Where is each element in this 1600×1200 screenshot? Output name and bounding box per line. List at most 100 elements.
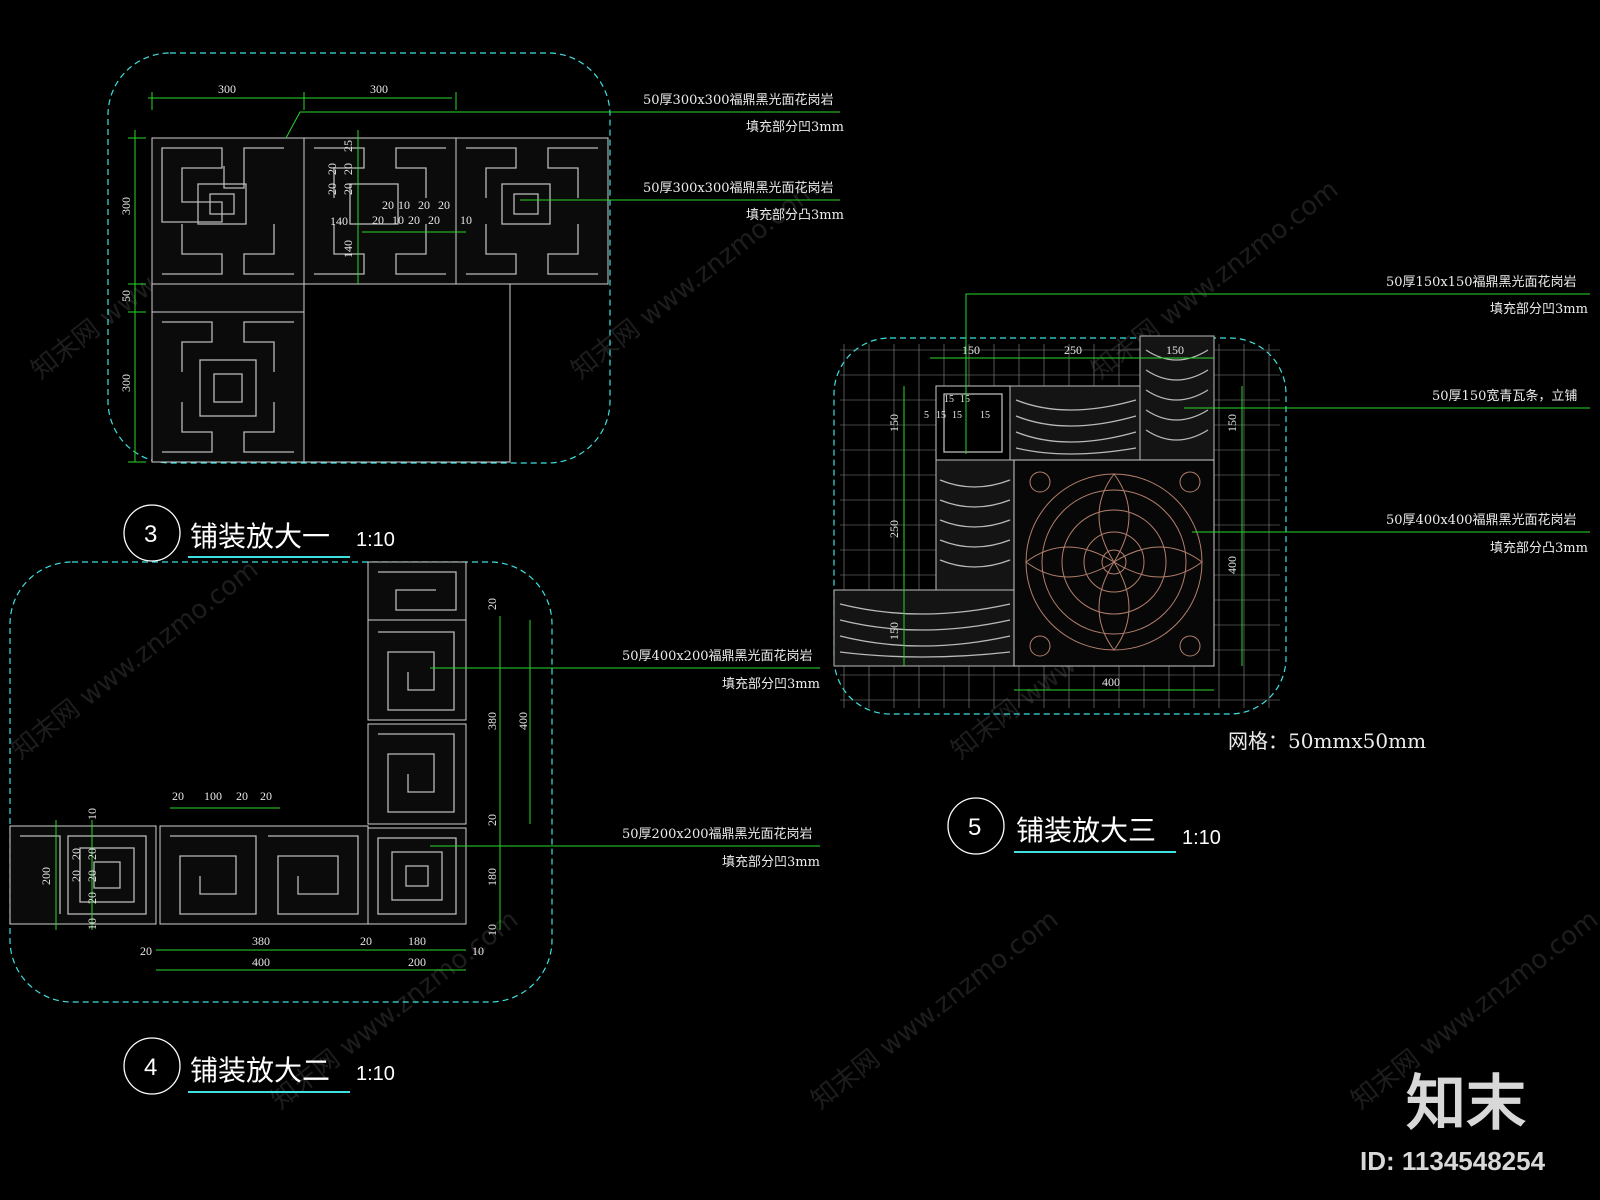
detail-3-title: 3 铺装放大一 1:10 [123, 504, 395, 562]
dim-label: 20 [438, 198, 450, 212]
dim-label: 300 [218, 82, 236, 96]
dim-label: 10 [85, 808, 99, 820]
material-note: 50厚300x300福鼎黑光面花岗岩 [643, 180, 834, 196]
dim-label: 10 [460, 213, 472, 227]
detail-title: 铺装放大三 [1016, 814, 1156, 847]
dim-label: 200 [408, 955, 426, 969]
detail-5-leaders: 50厚150x150福鼎黑光面花岗岩 填充部分凹3mm 50厚150宽青瓦条，立… [965, 274, 1590, 556]
dim-label: 10 [485, 924, 499, 936]
dim-label: 150 [1225, 414, 1239, 432]
detail-scale: 1:10 [356, 529, 395, 551]
dim-label: 180 [408, 934, 426, 948]
dim-label: 400 [1225, 556, 1239, 574]
detail-title: 铺装放大一 [190, 520, 330, 553]
dim-label: 300 [370, 82, 388, 96]
dim-label: 20 [485, 814, 499, 826]
material-note: 50厚200x200福鼎黑光面花岗岩 [622, 826, 813, 842]
detail-4-leaders: 50厚400x200福鼎黑光面花岗岩 填充部分凹3mm 50厚200x200福鼎… [430, 648, 820, 870]
dim-label: 250 [1064, 343, 1082, 357]
watermark-text: 知末网 www.znzmo.com [1086, 175, 1344, 386]
dim-label: 300 [119, 197, 133, 215]
dim-label: 180 [485, 868, 499, 886]
detail-number: 5 [968, 814, 981, 841]
dim-label: 140 [330, 214, 348, 228]
granite-tile [151, 283, 305, 313]
detail-title: 铺装放大二 [190, 1054, 330, 1087]
watermark-text: 知末网 www.znzmo.com [6, 555, 264, 766]
dim-label: 20 [428, 213, 440, 227]
dim-label: 10 [472, 944, 484, 958]
material-note: 填充部分凸3mm [1490, 540, 1588, 556]
granite-tile [151, 137, 305, 285]
detail-number: 3 [144, 521, 157, 548]
material-note: 填充部分凹3mm [722, 854, 820, 870]
material-note: 填充部分凹3mm [722, 676, 820, 692]
dim-label: 20 [85, 892, 99, 904]
dim-label: 15 [944, 394, 954, 405]
dim-label: 20 [236, 789, 248, 803]
dim-label: 10 [392, 213, 404, 227]
detail-scale: 1:10 [1182, 827, 1221, 849]
brand-logo: 知末 [1406, 1069, 1526, 1139]
detail-3-paving [151, 137, 609, 463]
detail-5-paving [833, 335, 1215, 667]
dim-label: 200 [39, 867, 53, 885]
material-note: 50厚150x150福鼎黑光面花岗岩 [1386, 274, 1577, 290]
brand-id: ID: 1134548254 [1360, 1146, 1546, 1176]
dim-label: 380 [252, 934, 270, 948]
dim-label: 15 [960, 394, 970, 405]
dim-label: 100 [204, 789, 222, 803]
detail-4-boundary [9, 561, 553, 1003]
detail-5: 150 250 150 150 250 150 150 400 400 15 1… [833, 274, 1590, 855]
dim-label: 20 [85, 848, 99, 860]
dim-label: 400 [516, 712, 530, 730]
grid-note: 网格：50mmx50mm [1228, 729, 1426, 753]
dim-label: 250 [887, 520, 901, 538]
dim-label: 25 [341, 140, 355, 152]
detail-number: 4 [144, 1054, 157, 1081]
dim-label: 150 [887, 414, 901, 432]
detail-4: 20 380 400 20 180 10 20 380 400 20 180 2… [9, 561, 820, 1095]
dim-label: 400 [1102, 675, 1120, 689]
detail-4-title: 4 铺装放大二 1:10 [123, 1037, 395, 1095]
dim-label: 15 [936, 410, 946, 421]
dim-label: 20 [382, 198, 394, 212]
dim-label: 20 [325, 183, 339, 195]
material-note: 填充部分凸3mm [746, 207, 844, 223]
material-note: 50厚400x400福鼎黑光面花岗岩 [1386, 512, 1577, 528]
detail-3: 300 300 300 50 300 20 20 20 20 25 140 14… [107, 52, 844, 562]
material-note: 50厚150宽青瓦条，立铺 [1432, 388, 1577, 404]
dim-label: 150 [962, 343, 980, 357]
dim-label: 380 [485, 712, 499, 730]
dim-label: 5 [924, 410, 929, 421]
dim-label: 20 [172, 789, 184, 803]
detail-3-dimensions: 300 300 300 50 300 20 20 20 20 25 140 14… [119, 82, 472, 463]
material-note: 50厚300x300福鼎黑光面花岗岩 [643, 92, 834, 108]
tile-wave-pattern [839, 349, 1209, 658]
detail-4-paving [9, 561, 467, 925]
detail-5-boundary [833, 337, 1287, 715]
detail-3-leaders: 50厚300x300福鼎黑光面花岗岩 填充部分凹3mm 50厚300x300福鼎… [285, 92, 844, 223]
fret-pattern [161, 147, 598, 453]
dim-label: 10 [85, 918, 99, 930]
dim-label: 20 [140, 944, 152, 958]
dim-label: 20 [69, 848, 83, 860]
dim-label: 20 [372, 213, 384, 227]
watermark-text: 知末网 www.znzmo.com [806, 905, 1064, 1116]
brand-mark: 知末 ID: 1134548254 [1360, 1069, 1546, 1176]
granite-tile [303, 137, 457, 285]
dim-label: 20 [325, 163, 339, 175]
detail-5-title: 5 铺装放大三 1:10 [947, 797, 1221, 855]
dim-label: 300 [119, 374, 133, 392]
dim-label: 150 [887, 622, 901, 640]
dim-label: 15 [952, 410, 962, 421]
dim-label: 20 [418, 198, 430, 212]
dim-label: 20 [485, 598, 499, 610]
dim-label: 20 [85, 870, 99, 882]
dim-label: 140 [341, 240, 355, 258]
material-note: 填充部分凹3mm [746, 119, 844, 135]
dim-label: 150 [1166, 343, 1184, 357]
tile-rosette-pattern [1025, 471, 1203, 657]
dim-label: 20 [341, 183, 355, 195]
